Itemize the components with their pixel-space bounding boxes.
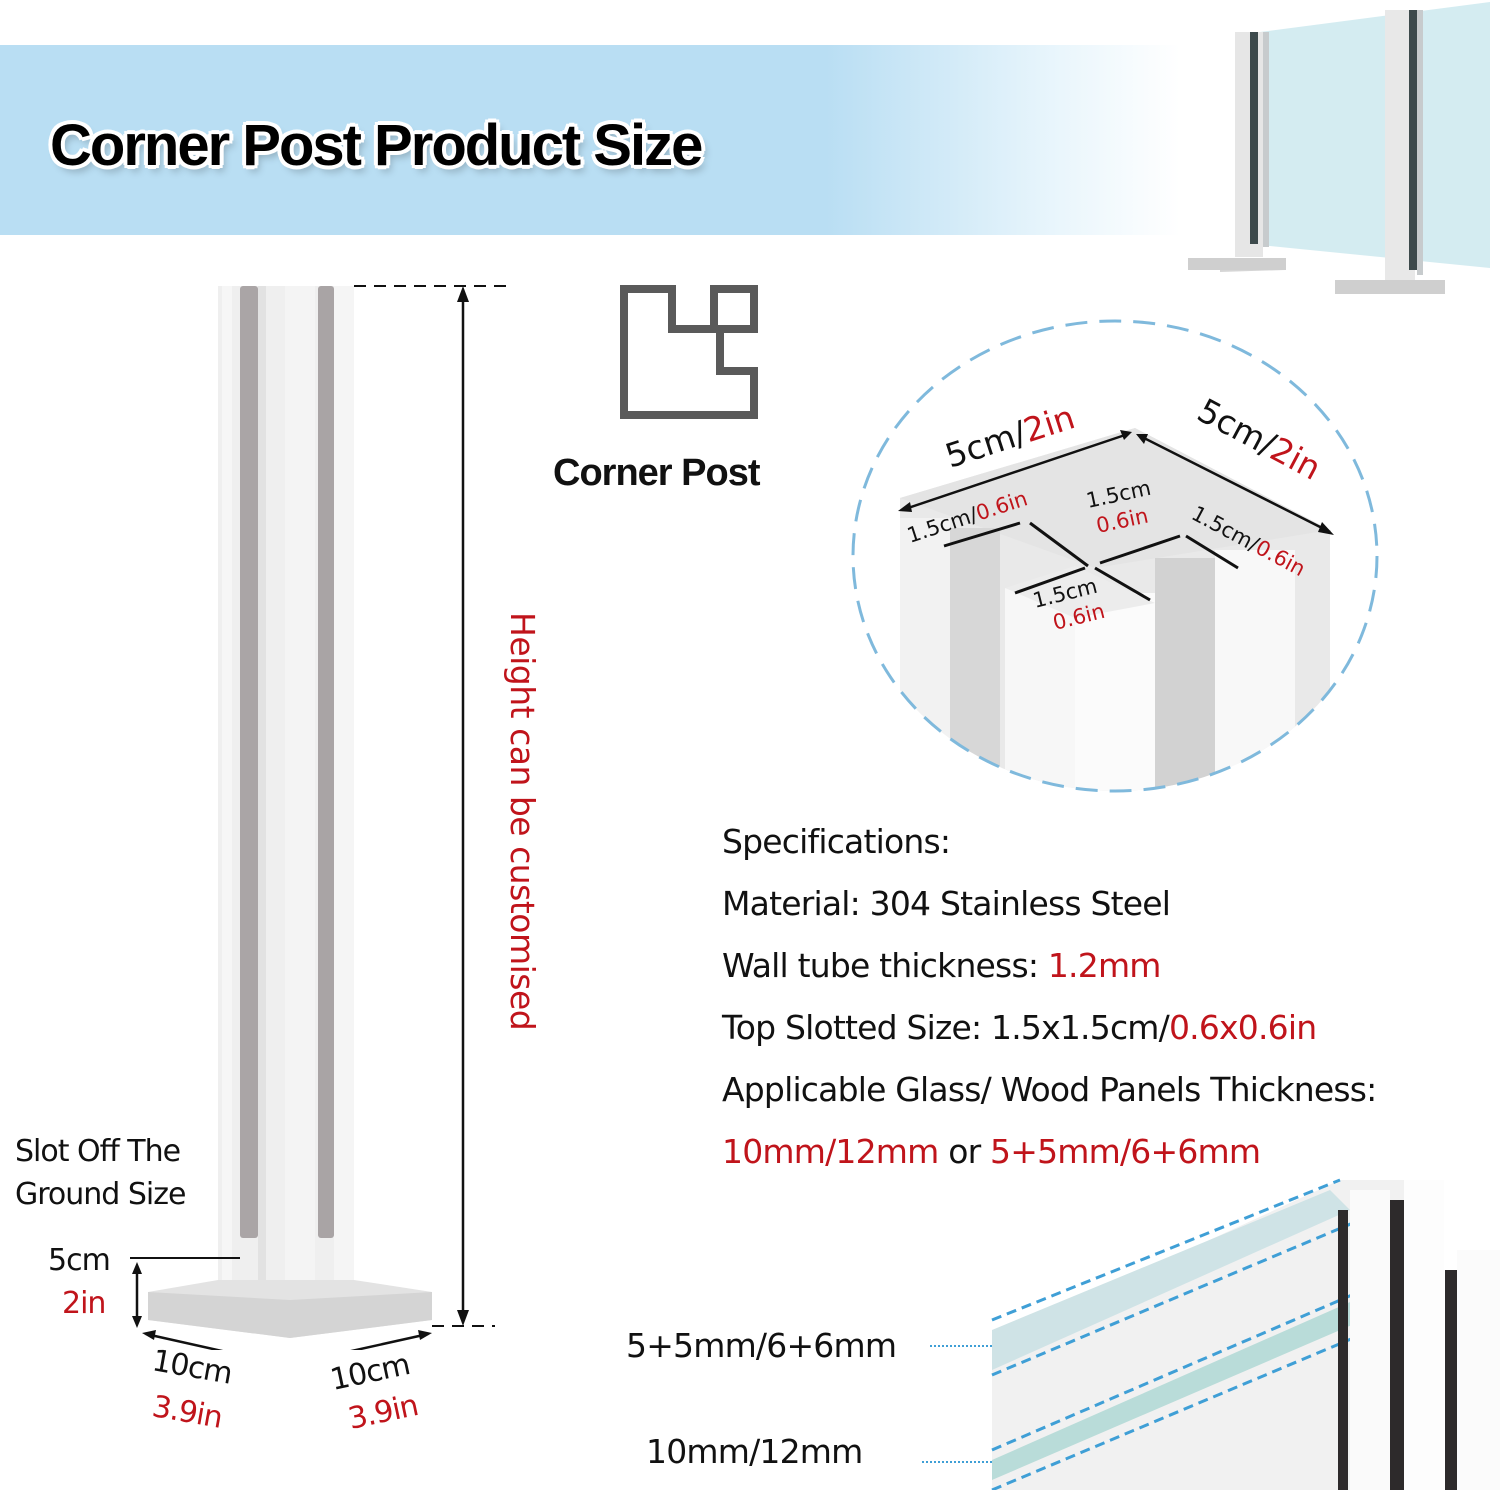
- base-left-in: 3.9in: [149, 1389, 225, 1436]
- spec-panels-label: Applicable Glass/ Wood Panels Thickness:: [722, 1070, 1377, 1109]
- slot-label-line2: Ground Size: [15, 1177, 186, 1212]
- slot-height-cm: 5cm: [48, 1243, 111, 1278]
- spec-heading: Specifications:: [722, 822, 951, 861]
- glass-label-double: 5+5mm/6+6mm: [626, 1326, 897, 1365]
- slot-label-line1: Slot Off The: [15, 1134, 181, 1169]
- spec-material: Material: 304 Stainless Steel: [722, 884, 1171, 923]
- height-custom-note: Height can be customised: [503, 612, 542, 1031]
- corner-post-label: Corner Post: [553, 452, 760, 494]
- slot-height-in: 2in: [62, 1286, 106, 1321]
- detail-magnifier: 5cm/2in 5cm/2in 1.5cm/0.6in 1.5cm 0.6in …: [851, 319, 1379, 793]
- corner-post-profile-icon: [620, 285, 758, 419]
- spec-wall-thickness: Wall tube thickness: 1.2mm: [722, 946, 1161, 985]
- post-diagram: [130, 285, 510, 1350]
- title-banner: [0, 45, 1180, 235]
- spec-panels-values: 10mm/12mm or 5+5mm/6+6mm: [722, 1132, 1261, 1171]
- product-photo: [1188, 2, 1490, 294]
- base-right-in: 3.9in: [345, 1388, 421, 1437]
- spec-slot-size: Top Slotted Size: 1.5x1.5cm/0.6x0.6in: [722, 1008, 1317, 1047]
- glass-label-single: 10mm/12mm: [646, 1432, 863, 1471]
- glass-channel-diagram: [920, 1178, 1500, 1490]
- page-title: Corner Post Product Size: [50, 113, 703, 178]
- base-left-cm: 10cm: [149, 1343, 235, 1392]
